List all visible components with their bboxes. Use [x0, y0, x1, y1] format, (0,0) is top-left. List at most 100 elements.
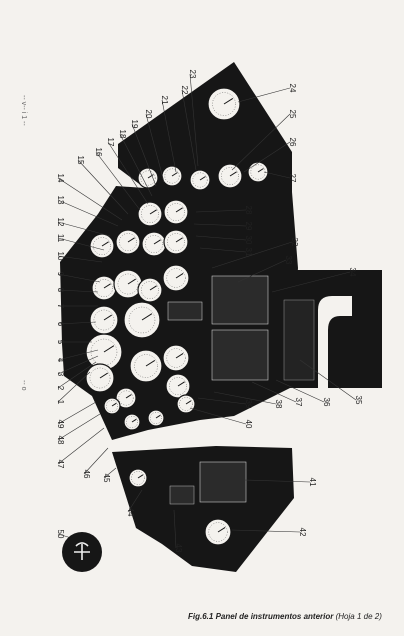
callout-15: 15: [76, 156, 129, 215]
callout-leader: [57, 177, 123, 221]
callout-leader: [231, 113, 291, 171]
callout-leader: [57, 221, 111, 237]
gauge-scale: [140, 170, 156, 186]
margin-marks: -- v-- i 1 -- -- o: [20, 95, 27, 391]
callout-number: 26: [288, 138, 297, 147]
callout-number: 37: [294, 398, 303, 407]
gauge-scale: [166, 348, 186, 368]
callout-28: 28: [195, 206, 253, 215]
callout-20: 20: [144, 110, 165, 183]
callout-34: 34: [271, 268, 357, 293]
callout-number: 9: [56, 272, 65, 277]
gauge-needle: [131, 418, 137, 423]
callout-number: 48: [56, 436, 65, 445]
gauge-needle: [149, 209, 157, 215]
callout-number: 40: [244, 420, 253, 429]
callout-leader: [57, 199, 119, 227]
callout-leader: [57, 413, 101, 441]
gauge-scale: [118, 390, 134, 406]
callout-5: 5: [56, 340, 92, 345]
gauge-scale: [134, 354, 158, 378]
callout-leader: [57, 237, 105, 251]
console-plate-lower: [211, 329, 269, 381]
gauge-25: [103, 397, 121, 415]
callout-14: 14: [56, 174, 123, 221]
callout-leader: [237, 259, 287, 283]
callout-number: 6: [56, 322, 65, 327]
gauge-needle: [175, 237, 183, 243]
callout-leader: [107, 141, 149, 205]
callout-number: 28: [244, 206, 253, 215]
caption-sheet: (Hoja 1 de 2): [335, 612, 382, 621]
callout-leader: [275, 379, 325, 403]
callout-9: 9: [56, 272, 101, 283]
gauge-needle: [149, 285, 157, 291]
callout-49: 49: [56, 401, 97, 429]
callout-leader: [57, 355, 99, 375]
callout-number: 15: [76, 156, 85, 165]
gauge-scale: [167, 203, 185, 221]
callout-6: 6: [56, 321, 97, 327]
gauge-3: [115, 387, 137, 409]
callout-leader: [243, 479, 311, 483]
gauge-scale: [93, 309, 115, 331]
gauge-needle: [229, 171, 237, 177]
callout-46: 46: [82, 447, 109, 479]
callout-number: 31: [244, 248, 253, 257]
callout-41: 41: [243, 478, 317, 487]
gauge-scale: [93, 237, 111, 255]
callout-number: 44: [126, 508, 135, 517]
callout-number: 19: [130, 120, 139, 129]
gauge-scale: [192, 172, 208, 188]
gauge-needle: [103, 345, 115, 353]
callout-number: 29: [244, 222, 253, 231]
gauge-8: [89, 305, 119, 335]
callout-leader: [83, 447, 109, 475]
callout-22: 22: [180, 86, 197, 171]
callout-8: 8: [56, 288, 99, 293]
callout-number: 20: [144, 110, 153, 119]
callout-3: 3: [56, 355, 99, 377]
callout-number: 43: [174, 544, 183, 553]
annunciator-strip: [167, 301, 203, 321]
gauge-26: [123, 413, 141, 431]
gauge-6: [165, 373, 191, 399]
callout-leader: [77, 159, 129, 215]
callout-number: 27: [288, 174, 297, 183]
callout-number: 3: [56, 372, 65, 377]
caption-title: Fig.6.1 Panel de instrumentos anterior: [188, 612, 334, 621]
callout-leader: [57, 289, 99, 293]
callout-leader: [243, 141, 291, 173]
gauge-scale: [89, 367, 111, 389]
gauge-needle: [199, 176, 206, 181]
callout-31: 31: [199, 248, 253, 257]
callout-number: 38: [274, 400, 283, 409]
gauge-4: [129, 349, 163, 383]
callout-leader: [119, 133, 153, 197]
callout-23: 23: [188, 70, 199, 167]
callout-19: 19: [130, 120, 157, 187]
callouts-layer: 1234567891011121314151617181920212223242…: [56, 70, 363, 553]
callout-number: 7: [56, 304, 65, 309]
gauge-needle: [127, 278, 136, 285]
console-plate-upper: [211, 275, 269, 325]
gauge-needle: [141, 313, 153, 321]
callout-number: 45: [102, 474, 111, 483]
callout-number: 17: [106, 138, 115, 147]
gauge-19: [137, 167, 159, 189]
callout-2: 2: [56, 361, 97, 391]
callout-number: 11: [56, 234, 65, 243]
callout-16: 16: [94, 148, 141, 211]
callout-33: 33: [237, 256, 293, 283]
callout-leader: [57, 427, 105, 465]
gauge-scale: [117, 273, 139, 295]
callout-leader: [95, 151, 141, 211]
callout-leader: [251, 381, 297, 403]
callout-32: 32: [211, 238, 299, 269]
callout-leader: [57, 273, 101, 283]
callout-25: 25: [231, 110, 297, 171]
callout-45: 45: [102, 467, 117, 483]
gauge-15: [141, 231, 167, 257]
callout-leader: [57, 255, 103, 263]
margin-mark-top: -- v-- i 1 --: [20, 95, 27, 126]
